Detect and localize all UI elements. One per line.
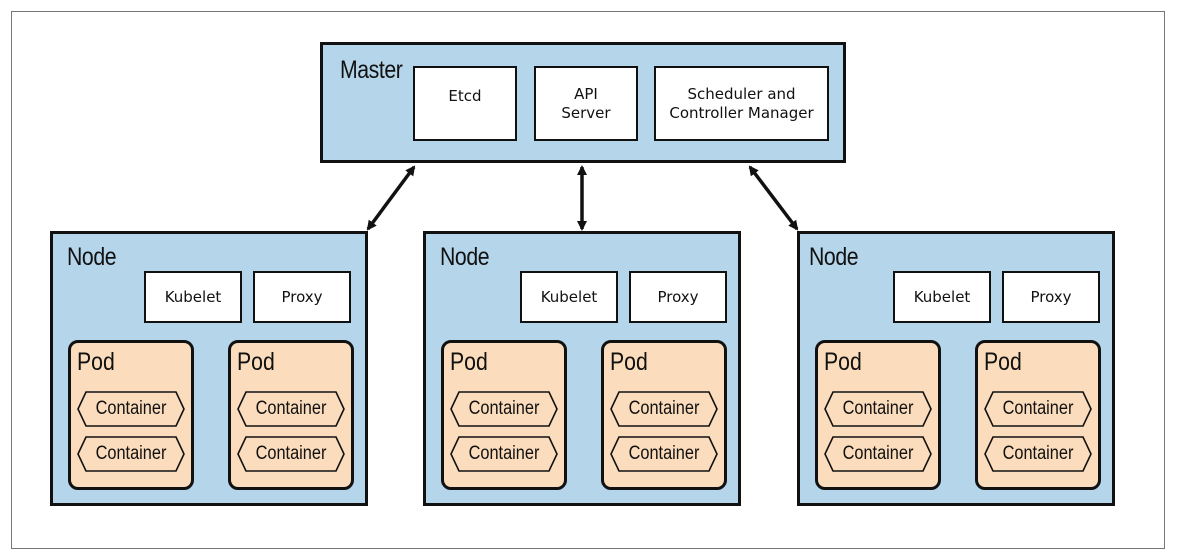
- node-title: Node: [67, 243, 117, 271]
- pod-title: Pod: [610, 348, 648, 376]
- master-title: Master: [340, 56, 403, 84]
- pod: Pod Container Container: [815, 340, 941, 490]
- container-label: Container: [628, 398, 700, 419]
- container-label: Container: [468, 398, 540, 419]
- pod-title: Pod: [824, 348, 862, 376]
- proxy-box: Proxy: [1002, 271, 1100, 323]
- container-hexagon: [237, 436, 345, 472]
- arrow-master-node-left: [366, 165, 416, 231]
- container-hexagon: [77, 436, 185, 472]
- container-shape: Container: [984, 391, 1092, 427]
- container-shape: Container: [450, 436, 558, 472]
- pod: Pod Container Container: [601, 340, 727, 490]
- container-hexagon: [237, 391, 345, 427]
- node-box: Node Kubelet Proxy Pod Container Contain…: [797, 231, 1115, 506]
- container-shape: Container: [610, 391, 718, 427]
- container-shape: Container: [610, 436, 718, 472]
- container-shape: Container: [450, 391, 558, 427]
- container-hexagon: [824, 391, 932, 427]
- arrow-master-node-right: [748, 165, 799, 231]
- pod: Pod Container Container: [441, 340, 567, 490]
- pod-title: Pod: [77, 348, 115, 376]
- container-hexagon: [984, 391, 1092, 427]
- container-hexagon: [450, 391, 558, 427]
- container-hexagon: [984, 436, 1092, 472]
- container-shape: Container: [824, 391, 932, 427]
- container-shape: Container: [984, 436, 1092, 472]
- container-hexagon: [610, 391, 718, 427]
- container-label: Container: [95, 398, 167, 419]
- node-box: Node Kubelet Proxy Pod Container Contain…: [423, 231, 741, 506]
- container-shape: Container: [237, 391, 345, 427]
- proxy-box: Proxy: [253, 271, 351, 323]
- api-server-box: API Server: [534, 66, 638, 141]
- kubelet-box: Kubelet: [893, 271, 991, 323]
- kubelet-box: Kubelet: [144, 271, 242, 323]
- container-label: Container: [1002, 443, 1074, 464]
- pod: Pod Container Container: [68, 340, 194, 490]
- node-box: Node Kubelet Proxy Pod Container Contain…: [50, 231, 368, 506]
- node-title: Node: [809, 243, 859, 271]
- container-label: Container: [842, 443, 914, 464]
- pod-title: Pod: [237, 348, 275, 376]
- scheduler-controller-box: Scheduler and Controller Manager: [654, 66, 829, 141]
- pod-title: Pod: [450, 348, 488, 376]
- container-shape: Container: [824, 436, 932, 472]
- container-label: Container: [1002, 398, 1074, 419]
- master-box: Master Etcd API Server Scheduler and Con…: [320, 42, 846, 163]
- pod-title: Pod: [984, 348, 1022, 376]
- pod: Pod Container Container: [228, 340, 354, 490]
- container-label: Container: [842, 398, 914, 419]
- container-hexagon: [610, 436, 718, 472]
- container-shape: Container: [77, 436, 185, 472]
- container-label: Container: [255, 398, 327, 419]
- container-hexagon: [824, 436, 932, 472]
- container-label: Container: [628, 443, 700, 464]
- container-hexagon: [77, 391, 185, 427]
- container-hexagon: [450, 436, 558, 472]
- etcd-box: Etcd: [413, 66, 517, 141]
- container-label: Container: [468, 443, 540, 464]
- pod: Pod Container Container: [975, 340, 1101, 490]
- proxy-box: Proxy: [629, 271, 727, 323]
- node-title: Node: [440, 243, 490, 271]
- container-shape: Container: [77, 391, 185, 427]
- container-shape: Container: [237, 436, 345, 472]
- container-label: Container: [95, 443, 167, 464]
- kubelet-box: Kubelet: [520, 271, 618, 323]
- container-label: Container: [255, 443, 327, 464]
